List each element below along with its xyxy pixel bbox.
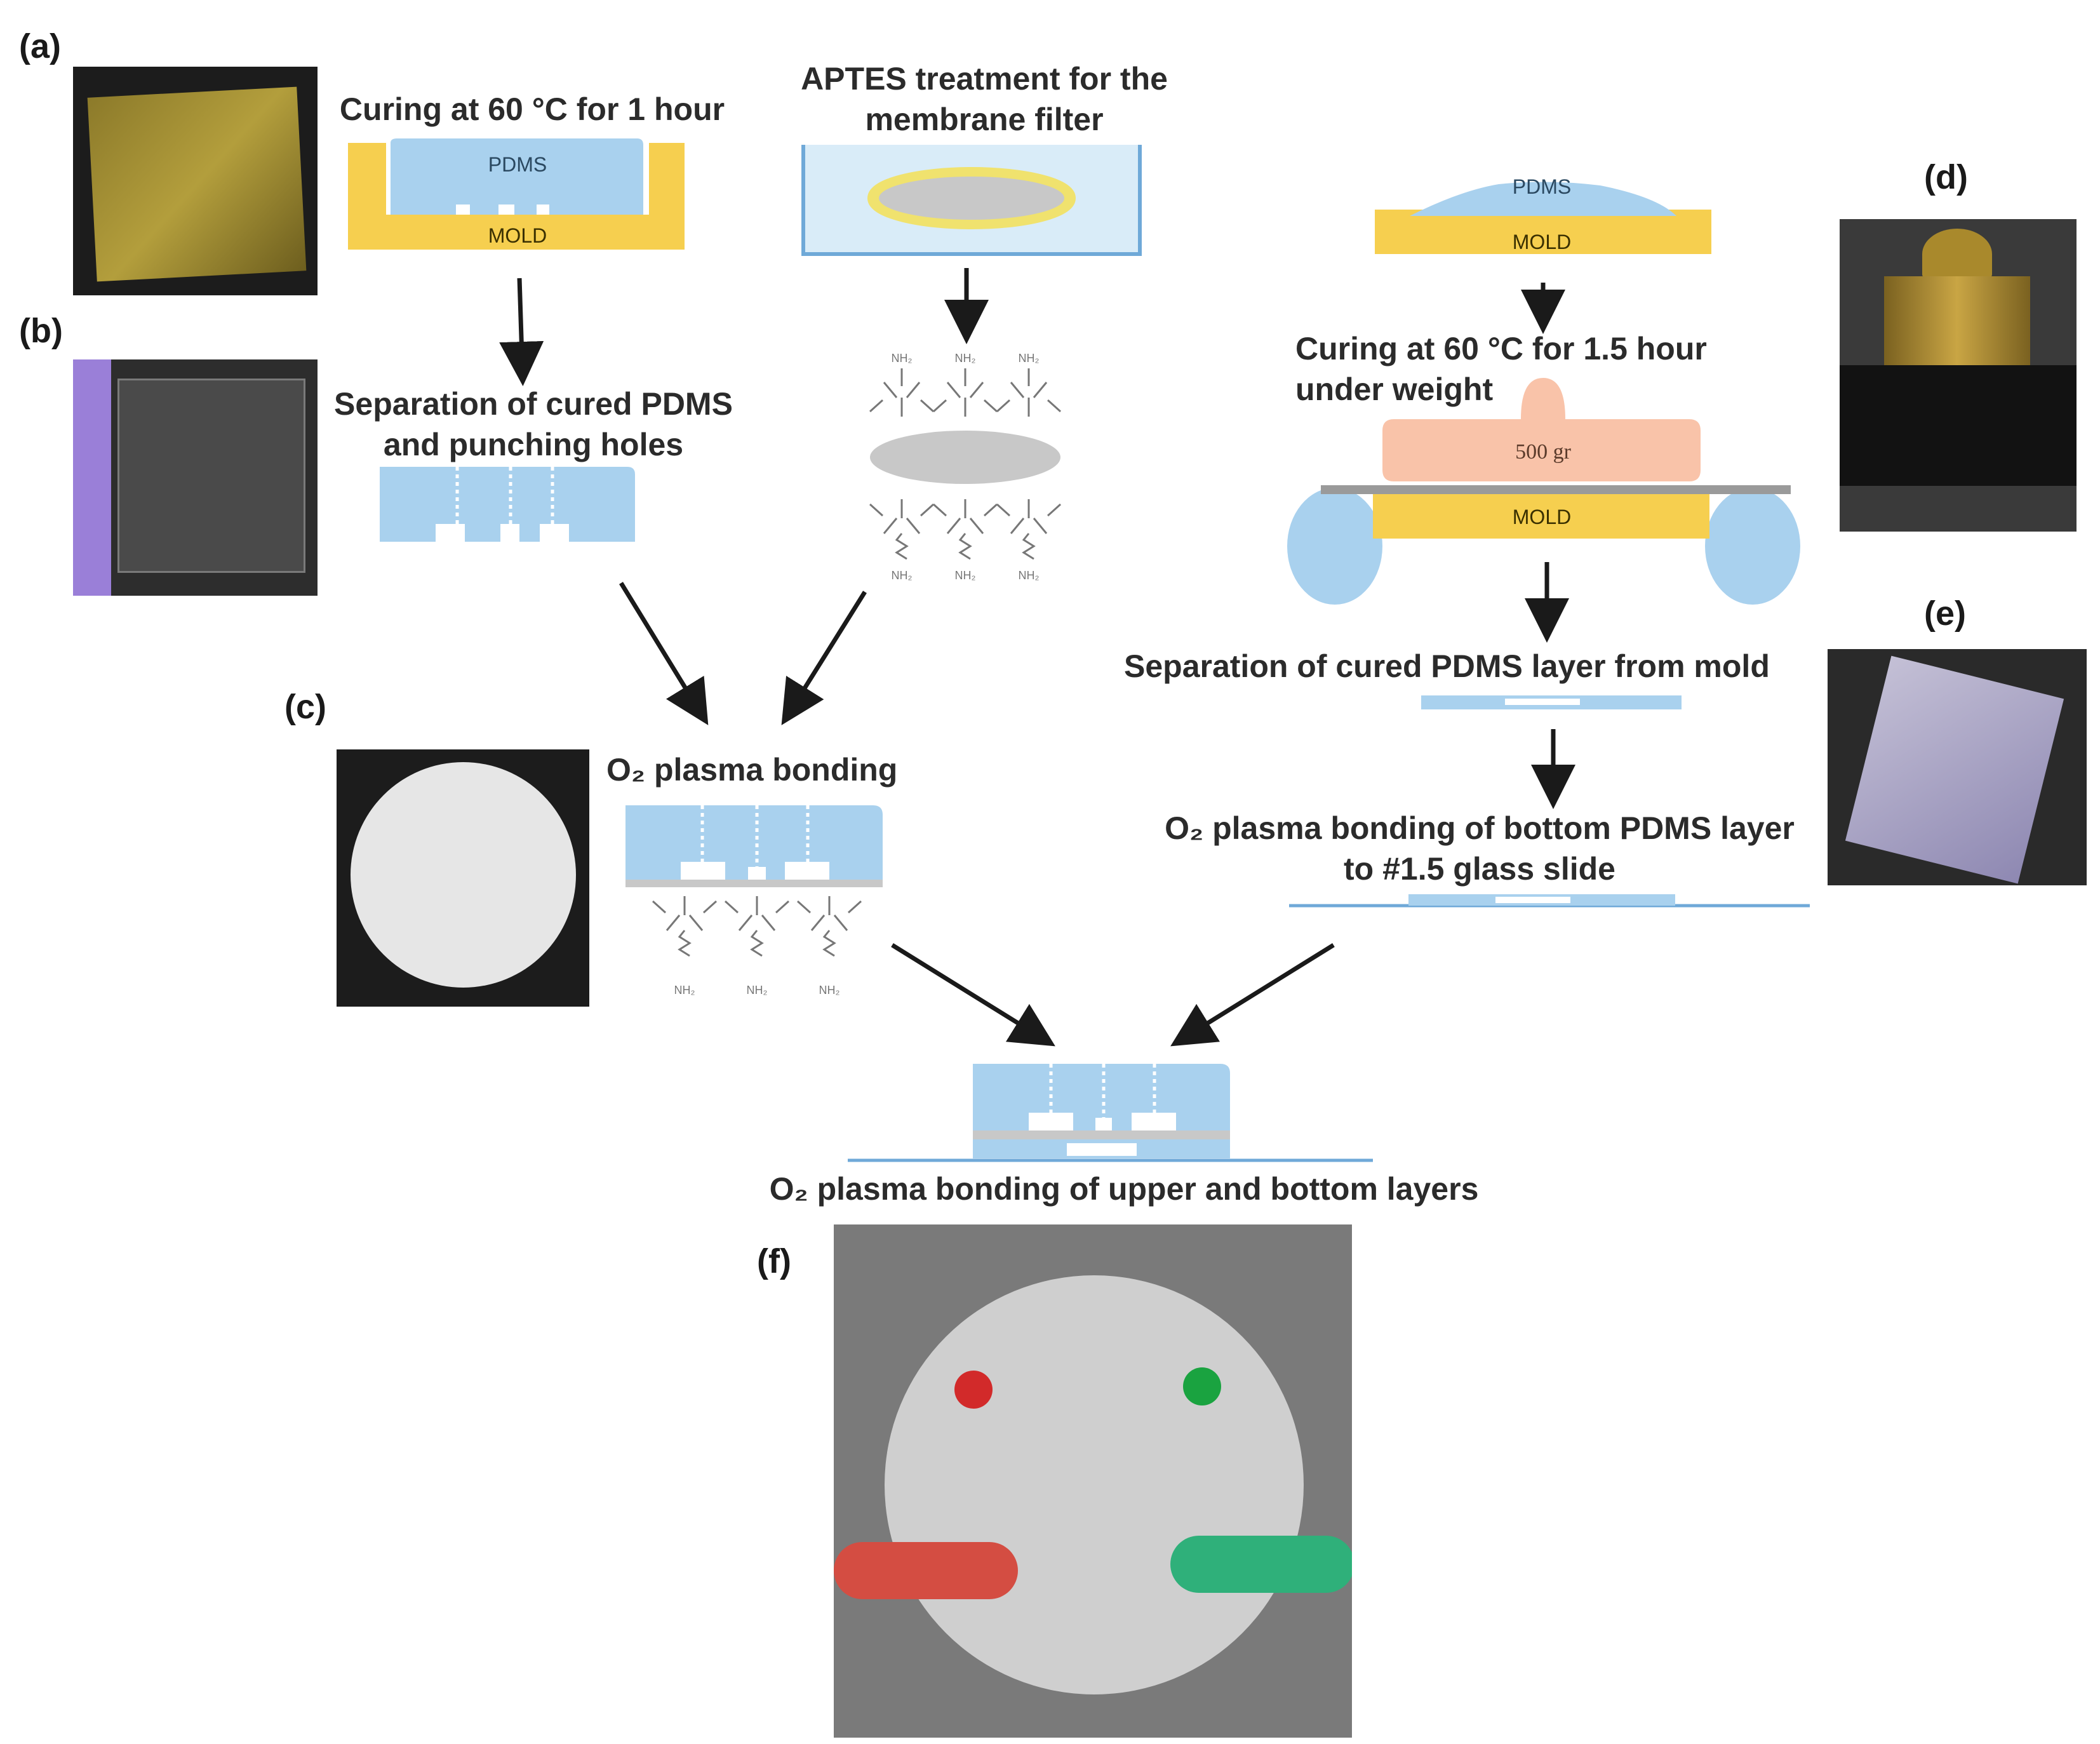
photo-e-glass-slide <box>1828 649 2087 885</box>
mold-label-right: MOLD <box>1513 231 1571 253</box>
panel-label-b: (b) <box>19 312 63 350</box>
step-curing-15h-line1: Curing at 60 °C for 1.5 hour <box>1295 331 1707 366</box>
step-o2-bonding: O₂ plasma bonding <box>606 752 898 788</box>
flow-arrows <box>499 268 1575 1047</box>
step-curing-1h: Curing at 60 °C for 1 hour <box>339 91 725 127</box>
nh2-top-2: NH₂ <box>955 352 976 365</box>
step-separation-line1: Separation of cured PDMS <box>334 386 733 422</box>
photo-b-separated-pdms <box>73 359 318 596</box>
step-o2-bottom-line1: O₂ plasma bonding of bottom PDMS layer <box>1165 810 1795 846</box>
step-separation-line2: and punching holes <box>383 427 684 462</box>
panel-label-a: (a) <box>19 27 61 65</box>
photo-d-weight <box>1840 219 2077 532</box>
final-assembly <box>848 1064 1373 1162</box>
pdms-label: PDMS <box>488 153 547 176</box>
panel-label-e: (e) <box>1924 594 1966 633</box>
panel-label-d: (d) <box>1924 158 1968 196</box>
pdms-label-right: PDMS <box>1513 175 1571 198</box>
step-aptes-line1: APTES treatment for the <box>801 61 1168 97</box>
nh2-bottom-1: NH₂ <box>892 569 913 582</box>
mold-label: MOLD <box>488 224 547 247</box>
panel-label-c: (c) <box>284 688 326 726</box>
panel-label-f: (f) <box>757 1242 791 1280</box>
step-o2-final: O₂ plasma bonding of upper and bottom la… <box>769 1171 1479 1207</box>
nh2-bonded-3: NH₂ <box>819 984 840 996</box>
upper-layer-bonded: NH₂ NH₂ NH₂ <box>625 805 883 996</box>
photo-c-membrane <box>337 749 589 1007</box>
pdms-punched <box>380 467 635 542</box>
step-aptes-line2: membrane filter <box>865 102 1104 137</box>
step-separation-mold: Separation of cured PDMS layer from mold <box>1124 648 1770 684</box>
nh2-bottom-3: NH₂ <box>1019 569 1040 582</box>
photo-a-cured-block <box>73 67 318 295</box>
nh2-bottom-2: NH₂ <box>955 569 976 582</box>
aptes-bath <box>801 145 1142 256</box>
weight-label: 500 gr <box>1515 440 1572 464</box>
mold-pdms-right: PDMS MOLD <box>1375 175 1711 254</box>
nh2-top-3: NH₂ <box>1019 352 1040 365</box>
photo-f-final-chip <box>834 1224 1352 1738</box>
step-o2-bottom-line2: to #1.5 glass slide <box>1344 851 1615 887</box>
bottom-layer-on-glass <box>1289 894 1810 908</box>
aptes-membrane: NH₂ NH₂ NH₂ NH₂ NH₂ NH₂ <box>869 352 1062 582</box>
mold-label-weighted: MOLD <box>1513 506 1571 528</box>
nh2-top-1: NH₂ <box>892 352 913 365</box>
weighted-curing: 500 gr MOLD <box>1287 378 1800 605</box>
mold-pdms-upper: PDMS MOLD <box>348 138 685 250</box>
nh2-bonded-1: NH₂ <box>674 984 695 996</box>
step-curing-15h-line2: under weight <box>1295 372 1494 407</box>
nh2-bonded-2: NH₂ <box>747 984 768 996</box>
bottom-pdms-layer <box>1421 695 1682 709</box>
